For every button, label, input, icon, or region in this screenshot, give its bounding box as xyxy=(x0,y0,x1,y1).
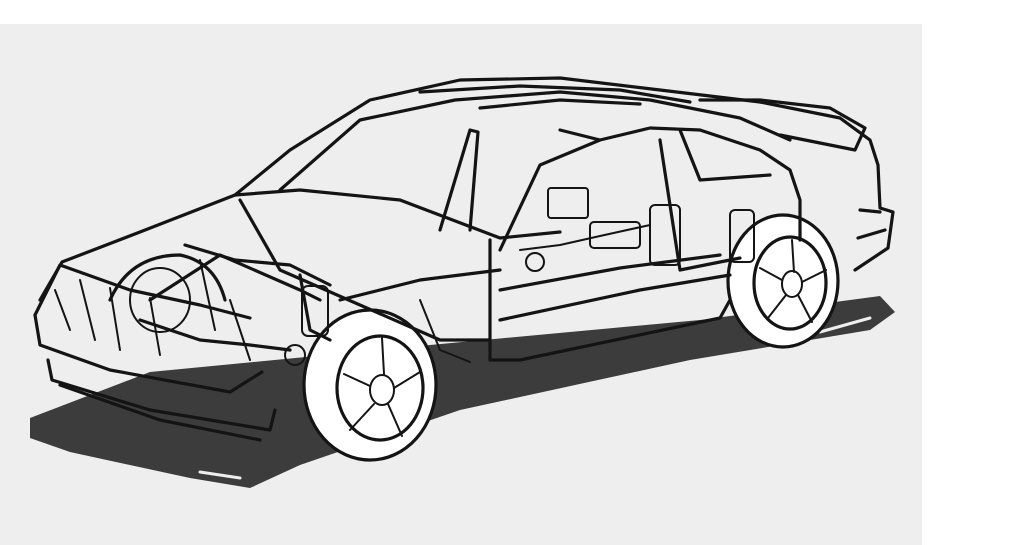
car-body xyxy=(38,76,895,362)
ground-shadow xyxy=(30,296,895,488)
far-front-wheel xyxy=(108,253,227,333)
front-bumper xyxy=(33,263,292,442)
rear-wheel xyxy=(726,213,840,349)
front-wheel xyxy=(302,308,438,462)
chassis-frame xyxy=(148,187,755,366)
shadow-highlights xyxy=(198,316,872,480)
